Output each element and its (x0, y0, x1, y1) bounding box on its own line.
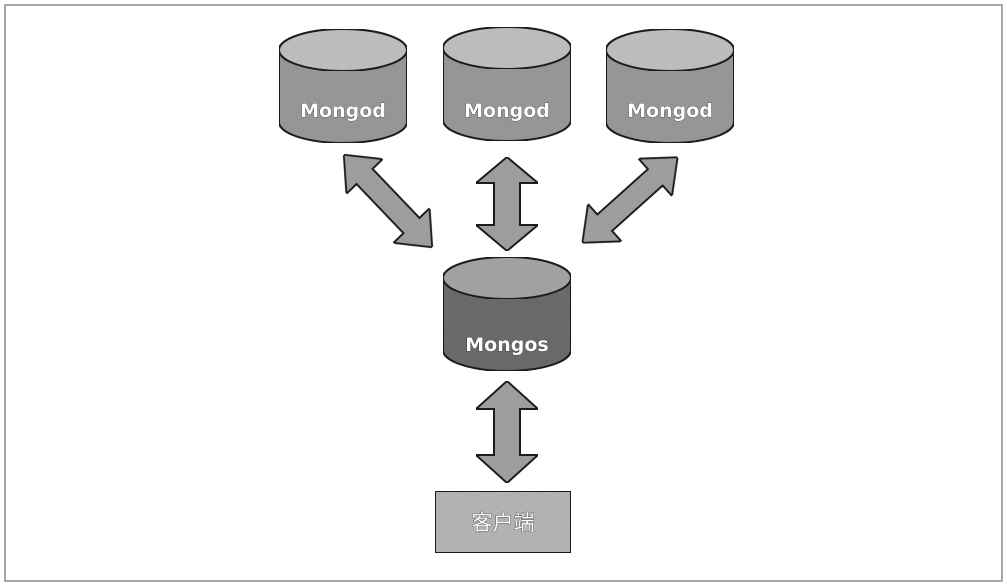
diagram-frame (4, 4, 1003, 582)
mongod-label-2: Mongod (464, 100, 550, 122)
double-arrow-center-icon (473, 155, 541, 253)
mongos-cylinder-top (442, 256, 572, 300)
mongos-label: Mongos (465, 334, 548, 356)
client-label: 客户端 (472, 511, 535, 535)
mongod-node-1: Mongod (278, 28, 408, 144)
mongod-cylinder-3-top (605, 28, 735, 72)
mongod-cylinder-1-top (278, 28, 408, 72)
double-arrow-right-icon (581, 156, 679, 244)
mongos-node: Mongos (442, 256, 572, 372)
mongod-node-2: Mongod (442, 26, 572, 142)
client-box (434, 490, 572, 554)
double-arrow-left-icon (342, 153, 434, 249)
client-node: 客户端 (434, 490, 572, 554)
mongod-label-3: Mongod (627, 100, 713, 122)
mongod-cylinder-2-top (442, 26, 572, 70)
mongod-node-3: Mongod (605, 28, 735, 144)
double-arrow-client-icon (473, 379, 541, 485)
mongod-label-1: Mongod (300, 100, 386, 122)
